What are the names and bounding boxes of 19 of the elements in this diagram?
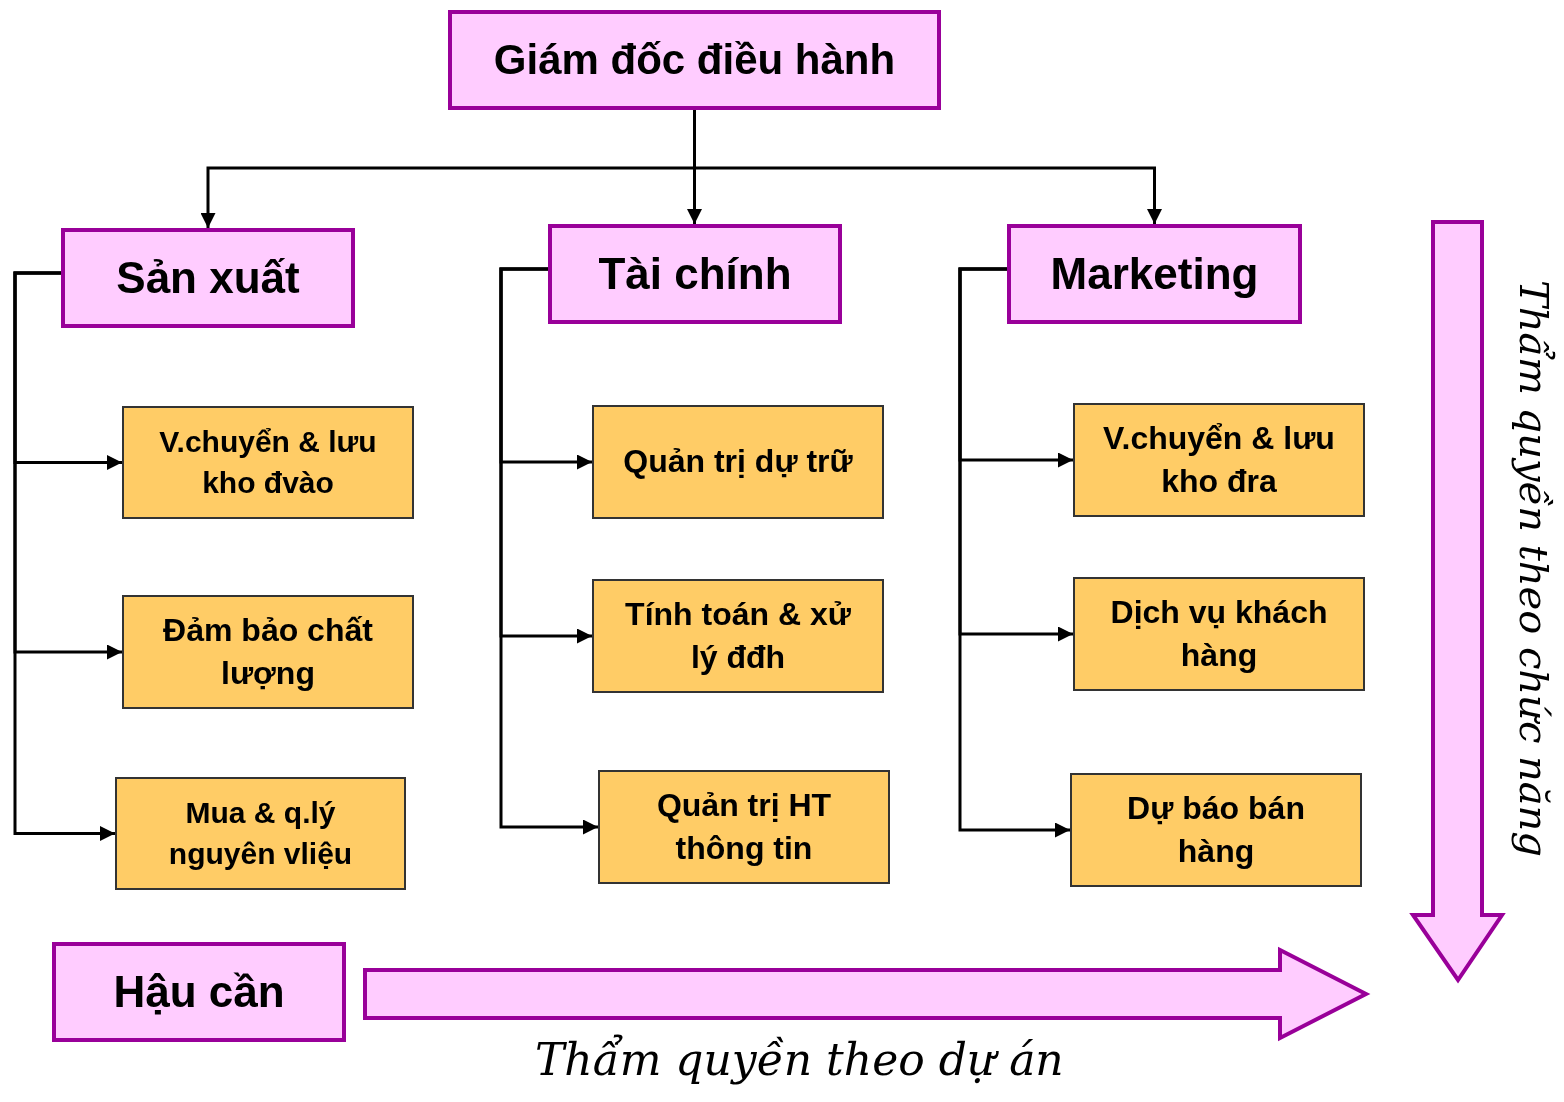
function-box: V.chuyển & lưu kho đvào [122,406,414,519]
function-box: V.chuyển & lưu kho đra [1073,403,1365,517]
function-box: Đảm bảo chất lượng [122,595,414,709]
axis-caption: Thẩm quyền theo dự án [535,1034,1064,1085]
department-box: Sản xuất [61,228,355,328]
function-box: Dịch vụ khách hàng [1073,577,1365,691]
function-box: Dự báo bán hàng [1070,773,1362,887]
arrow [13,271,115,841]
department-box: Tài chính [548,224,842,324]
function-box: Tính toán & xử lý đđh [592,579,884,693]
arrow [958,267,1070,838]
department-box: Giám đốc điều hành [448,10,941,110]
axis-caption: Thẩm quyền theo chức năng [1510,280,1558,857]
department-box: Hậu cần [52,942,346,1042]
arrow [499,267,598,835]
function-box: Quản trị dự trữ [592,405,884,519]
department-box: Marketing [1007,224,1302,324]
function-box: Mua & q.lý nguyên vliệu [115,777,406,890]
function-box: Quản trị HT thông tin [598,770,890,884]
